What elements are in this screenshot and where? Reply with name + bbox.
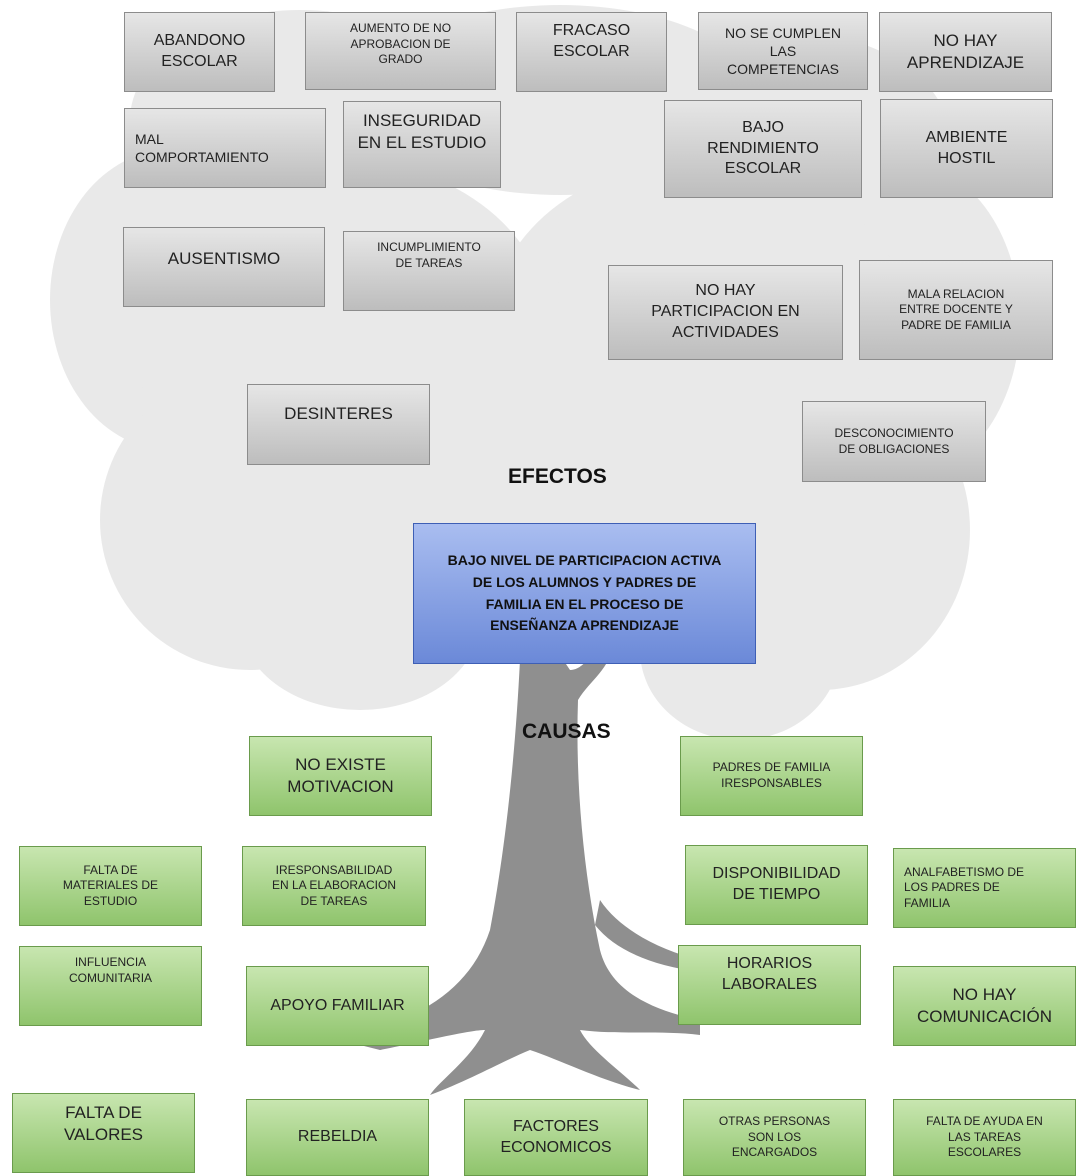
effect-text: INCUMPLIMIENTO DE TAREAS [377,240,481,270]
effect-text: NO HAY APRENDIZAJE [906,30,1025,72]
cause-text: NO EXISTE MOTIVACION [287,754,394,796]
cause-box: REBELDIA [246,1099,429,1176]
cause-box: IRESPONSABILIDAD EN LA ELABORACION DE TA… [242,846,426,926]
cause-text: FACTORES ECONOMICOS [500,1117,612,1156]
effect-box: MALA RELACION ENTRE DOCENTE Y PADRE DE F… [859,260,1053,360]
cause-text: HORARIOS LABORALES [721,955,818,993]
effect-box: DESCONOCIMIENTO DE OBLIGACIONES [802,401,986,482]
central-problem-text: BAJO NIVEL DE PARTICIPACION ACTIVA DE LO… [447,552,722,634]
cause-text: INFLUENCIA COMUNITARIA [68,955,153,985]
effects-heading: EFECTOS [508,465,607,488]
tree-trunk [340,620,700,1095]
cause-box: HORARIOS LABORALES [678,945,861,1025]
effect-text: BAJO RENDIMIENTO ESCOLAR [707,118,819,178]
cause-box: FALTA DE AYUDA EN LAS TAREAS ESCOLARES [893,1099,1076,1176]
effect-text: NO SE CUMPLEN LAS COMPETENCIAS [725,24,841,78]
effect-box: DESINTERES [247,384,430,465]
effect-text: FRACASO ESCOLAR [552,22,631,60]
cause-text: FALTA DE MATERIALES DE ESTUDIO [62,862,159,908]
effect-text: INSEGURIDAD EN EL ESTUDIO [357,111,487,153]
cause-box: DISPONIBILIDAD DE TIEMPO [685,845,868,925]
effect-box: AUMENTO DE NO APROBACION DE GRADO [305,12,496,90]
causes-heading: CAUSAS [522,720,611,743]
cause-text: PADRES DE FAMILIA IRESPONSABLES [712,760,831,790]
effect-text: DESINTERES [284,404,393,423]
cause-box: NO EXISTE MOTIVACION [249,736,432,816]
effect-text: AUMENTO DE NO APROBACION DE GRADO [349,21,452,67]
effect-text: MALA RELACION ENTRE DOCENTE Y PADRE DE F… [899,286,1013,332]
cause-box: FALTA DE MATERIALES DE ESTUDIO [19,846,202,926]
cause-box: APOYO FAMILIAR [246,966,429,1046]
cause-text: APOYO FAMILIAR [270,996,405,1014]
cause-text: NO HAY COMUNICACIÓN [916,984,1053,1026]
cause-text: IRESPONSABILIDAD EN LA ELABORACION DE TA… [271,862,397,908]
central-problem-box: BAJO NIVEL DE PARTICIPACION ACTIVA DE LO… [413,523,756,664]
effect-box: MAL COMPORTAMIENTO [124,108,326,188]
effect-box: FRACASO ESCOLAR [516,12,667,92]
effect-box: NO HAY APRENDIZAJE [879,12,1052,92]
effect-box: INCUMPLIMIENTO DE TAREAS [343,231,515,311]
cause-box: FACTORES ECONOMICOS [464,1099,648,1176]
effect-box: NO SE CUMPLEN LAS COMPETENCIAS [698,12,868,90]
effect-text: ABANDONO ESCOLAR [153,32,246,70]
cause-text: FALTA DE AYUDA EN LAS TAREAS ESCOLARES [926,1114,1043,1160]
cause-box: PADRES DE FAMILIA IRESPONSABLES [680,736,863,816]
cause-box: NO HAY COMUNICACIÓN [893,966,1076,1046]
effect-text: MAL COMPORTAMIENTO [135,130,269,165]
cause-text: OTRAS PERSONAS SON LOS ENCARGADOS [718,1114,831,1160]
cause-text: ANALFABETISMO DE LOS PADRES DE FAMILIA [904,864,1025,910]
effect-text: NO HAY PARTICIPACION EN ACTIVIDADES [651,282,800,341]
cause-text: DISPONIBILIDAD DE TIEMPO [712,865,841,903]
cause-box: OTRAS PERSONAS SON LOS ENCARGADOS [683,1099,866,1176]
effect-text: DESCONOCIMIENTO DE OBLIGACIONES [834,425,954,456]
effect-text: AMBIENTE HOSTIL [925,128,1008,167]
effect-box: AMBIENTE HOSTIL [880,99,1053,198]
cause-text: FALTA DE VALORES [63,1103,144,1145]
cause-box: ANALFABETISMO DE LOS PADRES DE FAMILIA [893,848,1076,928]
effect-box: AUSENTISMO [123,227,325,307]
effect-box: NO HAY PARTICIPACION EN ACTIVIDADES [608,265,843,360]
effect-box: BAJO RENDIMIENTO ESCOLAR [664,100,862,198]
effect-box: ABANDONO ESCOLAR [124,12,275,92]
effect-box: INSEGURIDAD EN EL ESTUDIO [343,101,501,188]
cause-box: FALTA DE VALORES [12,1093,195,1173]
cause-box: INFLUENCIA COMUNITARIA [19,946,202,1026]
effect-text: AUSENTISMO [167,249,281,268]
cause-text: REBELDIA [297,1128,378,1146]
